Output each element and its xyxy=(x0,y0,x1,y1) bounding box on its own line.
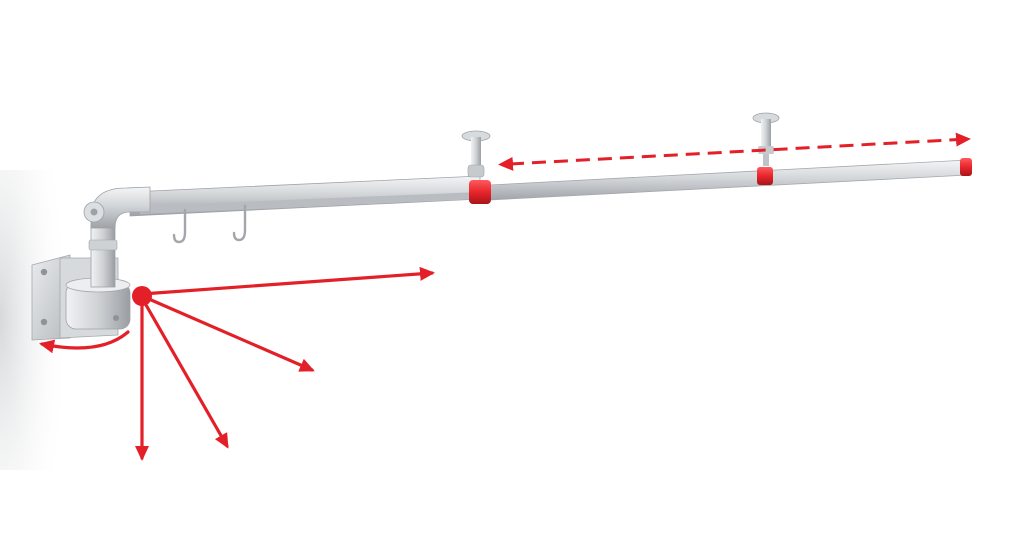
plate-screw-1 xyxy=(40,268,48,276)
swing-arrow-diagonal xyxy=(140,294,315,372)
swing-indicators xyxy=(135,266,435,461)
vertical-post xyxy=(90,224,116,288)
end-cap xyxy=(960,158,972,176)
swing-arrow-horizontal xyxy=(140,266,435,296)
hook-1 xyxy=(172,208,187,244)
rail-assembly xyxy=(129,112,972,244)
ceiling-mount-1 xyxy=(461,130,491,178)
plate-screw-2 xyxy=(40,318,48,326)
lower-rail xyxy=(140,192,480,214)
hook-2 xyxy=(232,204,247,242)
swing-arrow-steep xyxy=(140,296,229,449)
wall-bracket xyxy=(31,186,151,341)
pivot-dot-icon xyxy=(132,286,152,306)
ceiling-mount-2 xyxy=(752,112,780,166)
middle-collar xyxy=(757,167,773,185)
curved-arrow-icon xyxy=(39,330,130,354)
double-headed-dashed-arrow-icon xyxy=(498,132,971,171)
joint-collar xyxy=(469,180,491,204)
inner-tube xyxy=(469,159,969,202)
